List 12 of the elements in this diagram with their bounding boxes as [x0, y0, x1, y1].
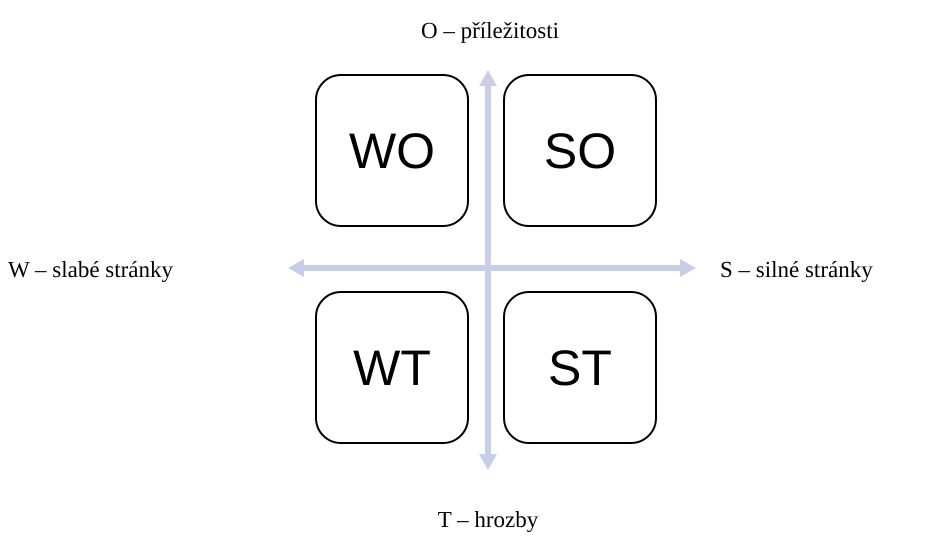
rounded-box [315, 74, 469, 227]
quadrant-label: WT [353, 338, 431, 396]
axis-label: S – silné stránky [720, 257, 873, 283]
rounded-box [503, 74, 657, 227]
axis-label: W – slabé stránky [8, 257, 174, 283]
rounded-box [315, 291, 469, 444]
quadrant-label: ST [548, 338, 612, 396]
axis-label: O – příležitosti [421, 18, 559, 44]
quadrant-label: SO [544, 122, 616, 180]
quadrant-label: WO [348, 122, 436, 180]
rounded-box [503, 291, 657, 444]
axis-label: T – hrozby [438, 507, 538, 533]
